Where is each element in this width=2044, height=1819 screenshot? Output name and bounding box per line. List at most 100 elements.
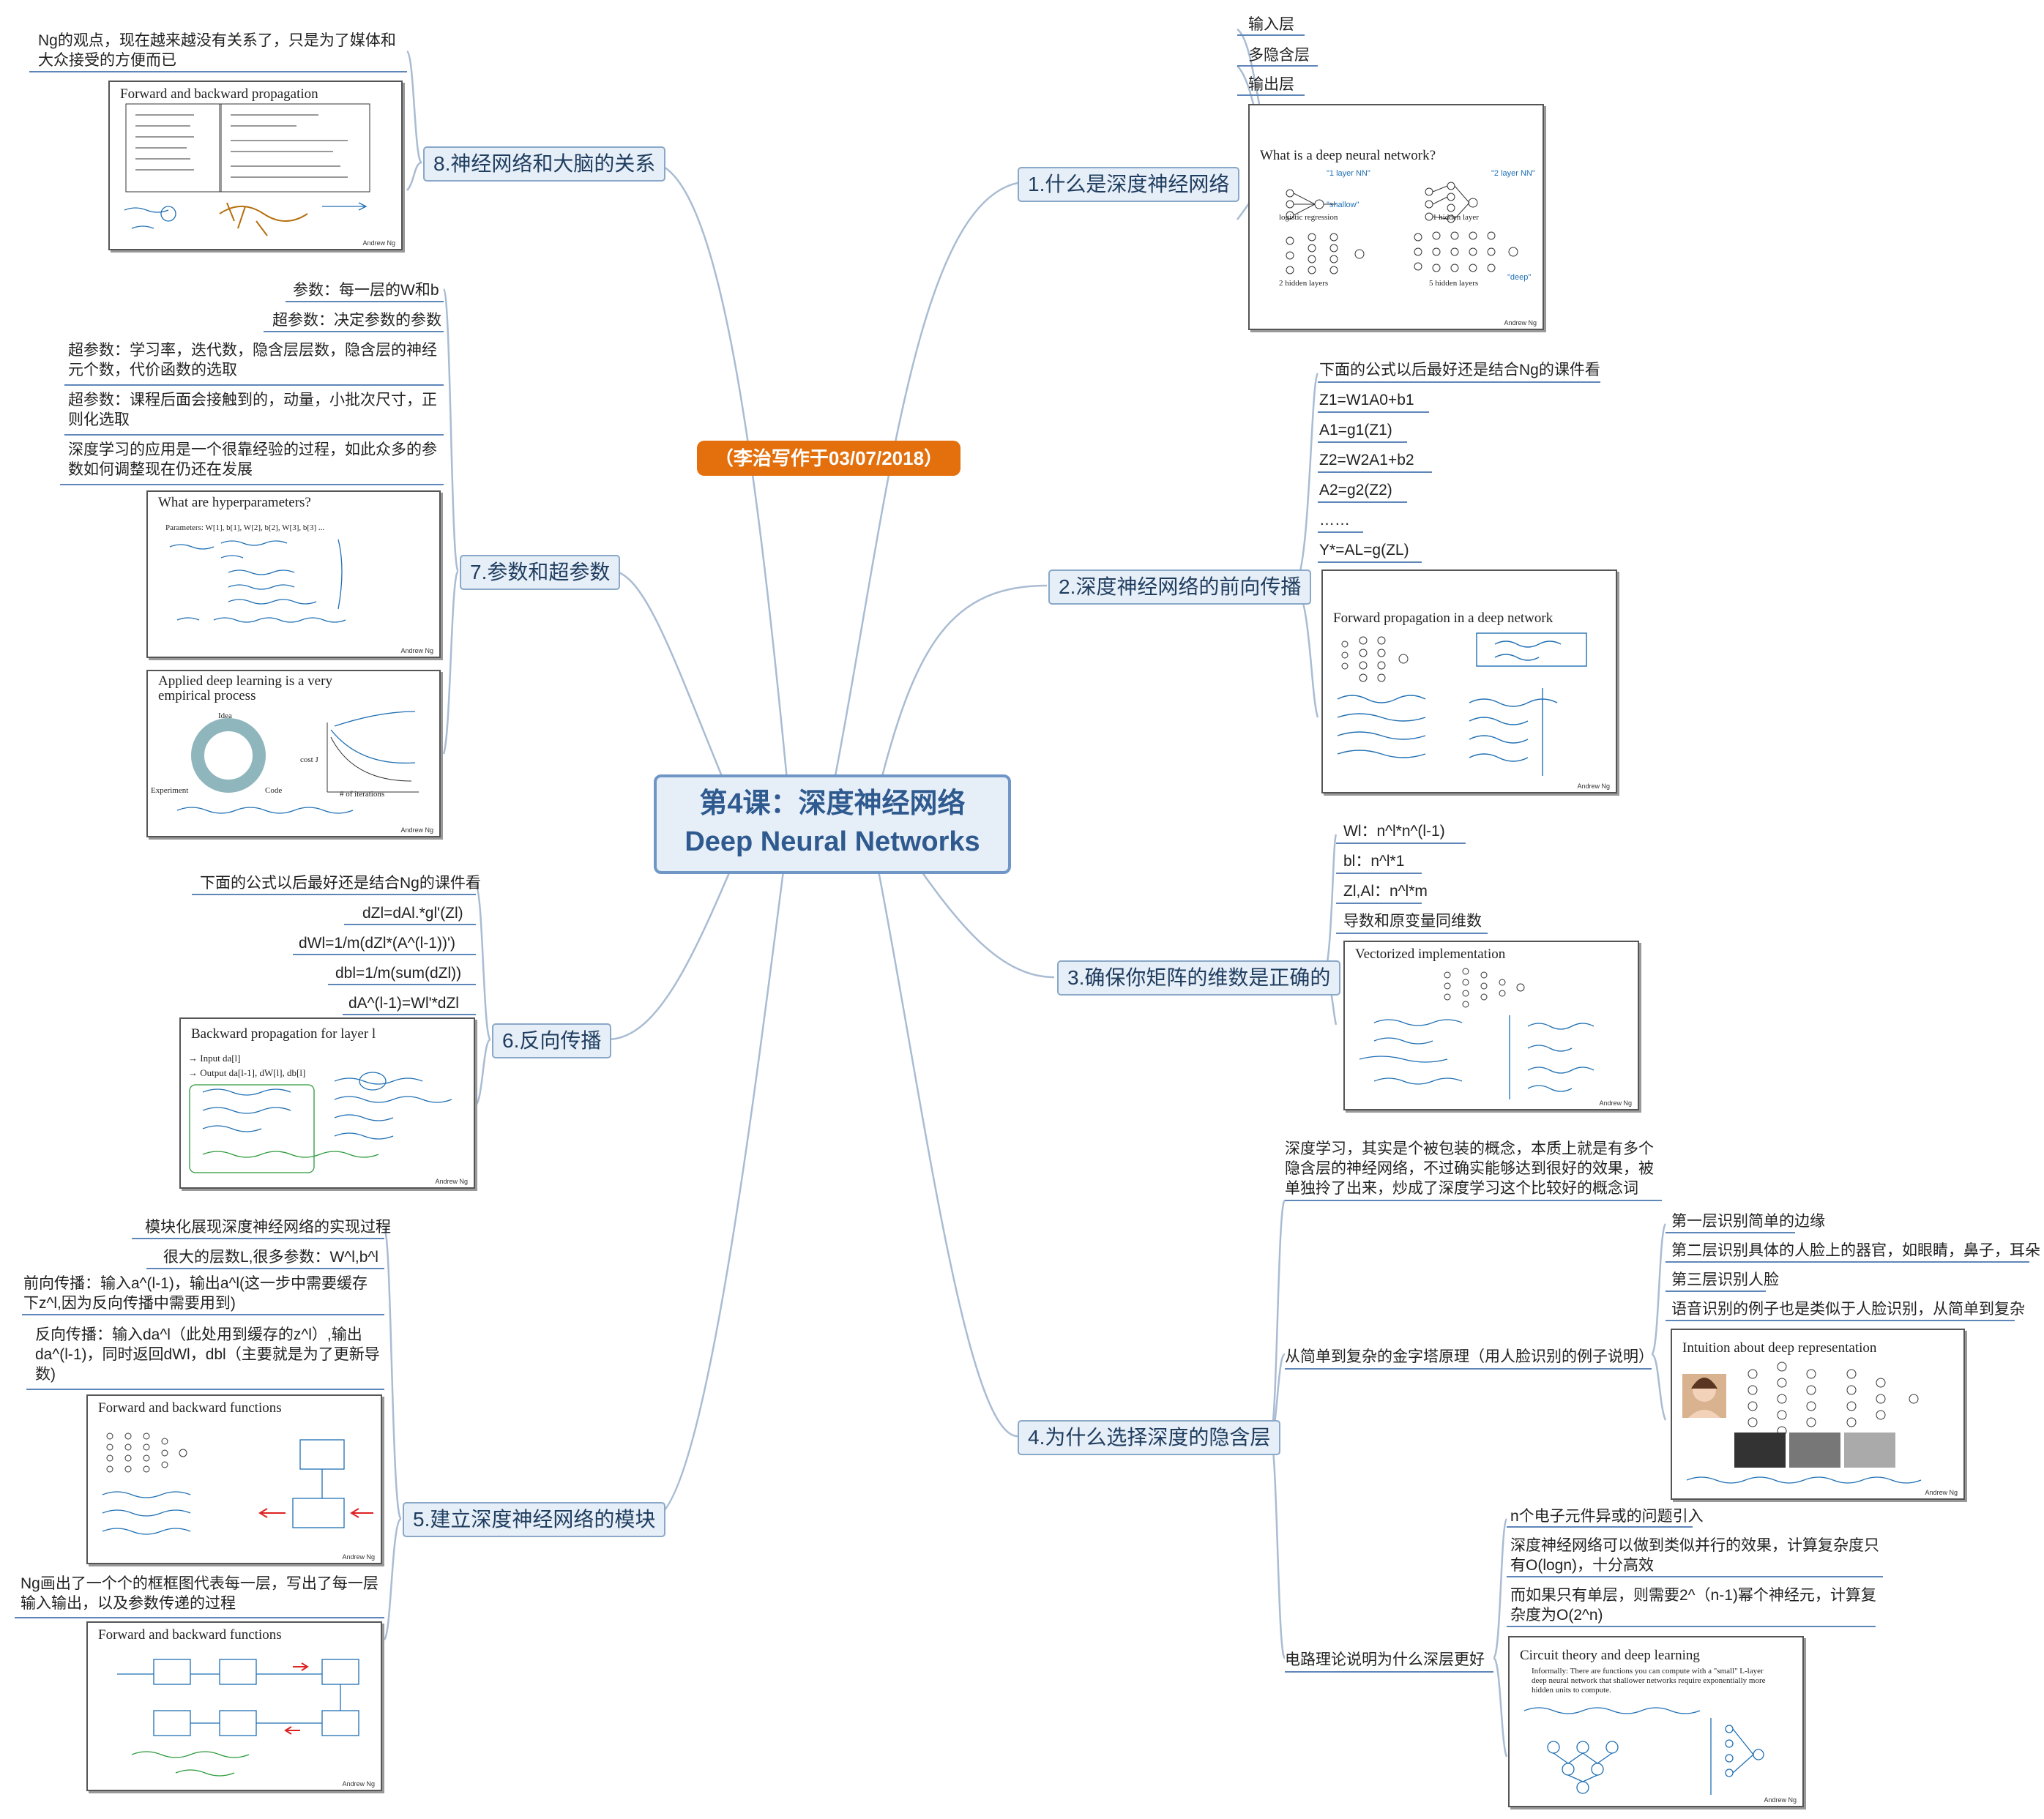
topic-3[interactable]: 3.确保你矩阵的维数是正确的 xyxy=(1057,960,1341,996)
t2-item-5[interactable]: A2=g2(Z2) xyxy=(1319,482,1392,498)
t1-item-1[interactable]: 输入层 xyxy=(1248,16,1294,33)
topic-2[interactable]: 2.深度神经网络的前向传播 xyxy=(1048,569,1312,605)
t6-item-3[interactable]: dWl=1/m(dZl*(A^(l-1))') xyxy=(299,935,455,952)
t3-item-4[interactable]: 导数和原变量同维数 xyxy=(1343,913,1482,930)
t5-note[interactable]: Ng画出了一个个的框框图代表每一层，写出了每一层输入输出，以及参数传递的过程 xyxy=(20,1575,378,1612)
pyramid-item-1[interactable]: 第一层识别简单的边缘 xyxy=(1671,1213,1825,1230)
slide-title: What are hyperparameters? xyxy=(158,495,311,510)
t6-item-5[interactable]: dA^(l-1)=Wl'*dZl xyxy=(348,995,459,1012)
slide-circuit-theory[interactable]: Circuit theory and deep learning Informa… xyxy=(1508,1636,1804,1807)
forward-sketch xyxy=(1337,632,1587,776)
t7-item-1[interactable]: 参数：每一层的W和b xyxy=(293,282,439,299)
slide-hyperparameters[interactable]: What are hyperparameters? Parameters: W[… xyxy=(146,490,441,658)
slide-fb-functions-a[interactable]: Forward and backward functions Andrew Ng xyxy=(86,1394,382,1564)
slide-signature: Andrew Ng xyxy=(1925,1489,1958,1496)
pyramid-item-3[interactable]: 第三层识别人脸 xyxy=(1671,1271,1779,1288)
slide-backward-prop[interactable]: Backward propagation for layer l → Input… xyxy=(179,1017,475,1189)
slide-line-2: → Output da[l-1], dW[l], db[l] xyxy=(188,1067,306,1078)
caption-1h: 1 hidden layer xyxy=(1433,213,1479,222)
slide-title: Forward and backward functions xyxy=(98,1627,282,1643)
t5-item-2[interactable]: 很大的层数L,很多参数：W^l,b^l xyxy=(163,1249,378,1266)
central-title-en: Deep Neural Networks xyxy=(685,826,980,857)
t7-item-4[interactable]: 超参数：课程后面会接触到的，动量，小批次尺寸，正则化选取 xyxy=(68,392,437,428)
empirical-sketch xyxy=(176,711,419,814)
t3-item-1[interactable]: Wl：n^l*n^(l-1) xyxy=(1343,823,1445,840)
t4-pyramid[interactable]: 从简单到复杂的金字塔原理（用人脸识别的例子说明） xyxy=(1285,1348,1654,1365)
label-code: Code xyxy=(265,786,283,795)
slide-empirical-process[interactable]: Applied deep learning is a very empirica… xyxy=(146,670,441,837)
topic-7[interactable]: 7.参数和超参数 xyxy=(460,555,621,590)
fb-sketch-b xyxy=(117,1659,359,1777)
slide-fb-propagation[interactable]: Forward and backward propagation Andrew … xyxy=(108,81,403,250)
t2-item-4[interactable]: Z2=W2A1+b2 xyxy=(1319,452,1414,468)
author-note[interactable]: （李治写作于03/07/2018） xyxy=(697,441,961,476)
topic-1[interactable]: 1.什么是深度神经网络 xyxy=(1018,167,1240,202)
slide-line-1: → Input da[l] xyxy=(188,1053,241,1064)
t5-item-3[interactable]: 前向传播：输入a^(l-1)，输出a^l(这一步中需要缓存下z^l,因为反向传播… xyxy=(23,1275,368,1312)
t1-item-3[interactable]: 输出层 xyxy=(1248,76,1294,93)
caption-5h: 5 hidden layers xyxy=(1429,279,1479,288)
t5-item-1[interactable]: 模块化展现深度神经网络的实现过程 xyxy=(145,1219,391,1236)
topic-5[interactable]: 5.建立深度神经网络的模块 xyxy=(403,1502,666,1537)
vectorized-sketch xyxy=(1359,968,1594,1099)
brain-sketch xyxy=(124,103,370,236)
slide-title: Backward propagation for layer l xyxy=(191,1026,376,1042)
slide-signature: Andrew Ng xyxy=(1504,319,1537,326)
t4-intro[interactable]: 深度学习，其实是个被包装的概念，本质上就是有多个隐含层的神经网络，不过确实能够达… xyxy=(1285,1140,1654,1197)
nn-sketch xyxy=(1286,182,1518,274)
t4-circuit[interactable]: 电路理论说明为什么深层更好 xyxy=(1285,1651,1485,1668)
slide-vectorized[interactable]: Vectorized implementation Andrew Ng xyxy=(1343,941,1639,1110)
t2-item-1[interactable]: 下面的公式以后最好还是结合Ng的课件看 xyxy=(1319,362,1600,378)
t3-item-2[interactable]: bl：n^l*1 xyxy=(1343,853,1405,870)
t7-item-3[interactable]: 超参数：学习率，迭代数，隐含层层数，隐含层的神经元个数，代价函数的选取 xyxy=(68,342,437,378)
fb-sketch-a xyxy=(102,1433,373,1535)
slide-title: Applied deep learning is a very empirica… xyxy=(158,673,332,703)
slide-body: Informally: There are functions you can … xyxy=(1532,1667,1766,1695)
t1-item-2[interactable]: 多隐含层 xyxy=(1248,47,1310,64)
slide-signature: Andrew Ng xyxy=(362,239,395,247)
t3-item-3[interactable]: Zl,Al：n^l*m xyxy=(1343,883,1428,900)
label-cost: cost J xyxy=(300,755,318,764)
slide-title: Forward and backward functions xyxy=(98,1400,282,1416)
label-idea: Idea xyxy=(218,711,232,720)
slide-deep-representation[interactable]: Intuition about deep representation Andr… xyxy=(1671,1329,1965,1500)
t6-item-4[interactable]: dbl=1/m(sum(dZl)) xyxy=(335,965,462,982)
slide-title: Circuit theory and deep learning xyxy=(1520,1648,1700,1663)
hyperparam-sketch xyxy=(169,539,346,623)
slide-title: Forward and backward propagation xyxy=(120,86,318,102)
topic-6[interactable]: 6.反向传播 xyxy=(492,1023,612,1058)
slide-signature: Andrew Ng xyxy=(400,647,433,654)
circuit-item-2[interactable]: 深度神经网络可以做到类似并行的效果，计算复杂度只有O(logn)，十分高效 xyxy=(1510,1537,1879,1574)
t6-item-2[interactable]: dZl=dAl.*gl'(Zl) xyxy=(362,905,463,922)
pyramid-item-4[interactable]: 语音识别的例子也是类似于人脸识别，从简单到复杂 xyxy=(1671,1301,2025,1318)
slide-signature: Andrew Ng xyxy=(342,1780,375,1788)
caption-lr: logistic regression xyxy=(1279,213,1338,222)
slide-signature: Andrew Ng xyxy=(1577,782,1610,790)
topic-8[interactable]: 8.神经网络和大脑的关系 xyxy=(423,146,666,182)
slide-forward-prop[interactable]: Forward propagation in a deep network An… xyxy=(1321,569,1617,793)
slide-signature: Andrew Ng xyxy=(435,1178,468,1185)
slide-title: Forward propagation in a deep network xyxy=(1333,610,1553,626)
circuit-item-1[interactable]: n个电子元件异或的问题引入 xyxy=(1510,1508,1704,1525)
t7-item-5[interactable]: 深度学习的应用是一个很靠经验的过程，如此众多的参数如何调整现在仍还在发展 xyxy=(68,441,437,478)
handwriting-3: "shallow" xyxy=(1327,201,1359,209)
t8-note[interactable]: Ng的观点，现在越来越没有关系了，只是为了媒体和大众接受的方便而已 xyxy=(38,32,396,69)
pyramid-item-2[interactable]: 第二层识别具体的人脸上的器官，如眼睛，鼻子，耳朵 xyxy=(1671,1242,2040,1259)
slide-fb-functions-b[interactable]: Forward and backward functions Andrew Ng xyxy=(86,1621,382,1791)
central-topic[interactable]: 第4课：深度神经网络 Deep Neural Networks xyxy=(654,774,1011,874)
t2-item-6[interactable]: …… xyxy=(1319,512,1350,528)
t2-item-7[interactable]: Y*=AL=g(ZL) xyxy=(1319,542,1409,559)
t2-item-3[interactable]: A1=g1(Z1) xyxy=(1319,422,1392,438)
slide-signature: Andrew Ng xyxy=(1764,1796,1797,1804)
t6-item-1[interactable]: 下面的公式以后最好还是结合Ng的课件看 xyxy=(200,875,481,892)
topic-4[interactable]: 4.为什么选择深度的隐含层 xyxy=(1018,1420,1281,1455)
face-sketch xyxy=(1682,1362,1922,1484)
t2-item-2[interactable]: Z1=W1A0+b1 xyxy=(1319,392,1414,408)
slide-deep-nn[interactable]: What is a deep neural network? logistic … xyxy=(1248,104,1544,330)
t7-item-2[interactable]: 超参数：决定参数的参数 xyxy=(272,312,441,329)
slide-signature: Andrew Ng xyxy=(400,826,433,834)
handwriting-4: "deep" xyxy=(1507,273,1532,282)
central-title-cn: 第4课：深度神经网络 xyxy=(699,788,966,819)
t5-item-4[interactable]: 反向传播：输入da^l（此处用到缓存的z^l）,输出da^(l-1)，同时返回d… xyxy=(35,1326,380,1383)
circuit-item-3[interactable]: 而如果只有单层，则需要2^（n-1)幂个神经元，计算复杂度为O(2^n) xyxy=(1510,1587,1876,1624)
